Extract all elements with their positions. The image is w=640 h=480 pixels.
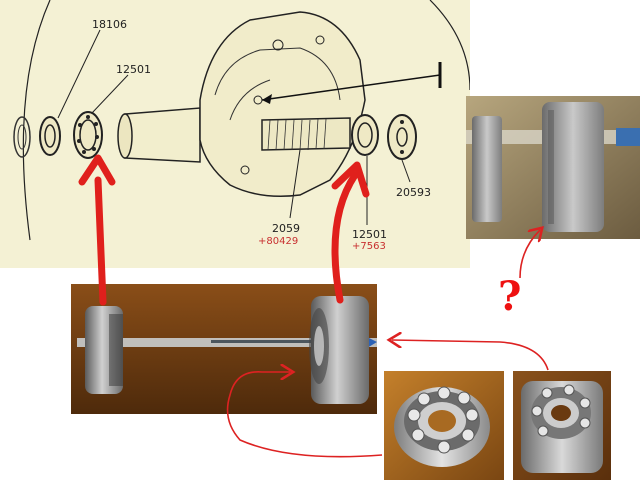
photo-bearing-face	[384, 371, 504, 480]
diagram-drawing	[13, 0, 470, 241]
exploded-diagram: 18106 12501 20593 2059 +80429 12501 +756…	[0, 0, 470, 268]
label-12501-ref: +7563	[352, 241, 386, 252]
photo-shaft-assembly	[71, 284, 377, 414]
question-mark: ?	[498, 273, 522, 320]
photo-bearing-closeup	[466, 96, 640, 239]
label-2059: 2059	[272, 222, 300, 235]
label-20593: 20593	[396, 186, 431, 199]
label-12501-top: 12501	[116, 63, 151, 76]
label-2059-ref: +80429	[258, 236, 299, 247]
label-18106: 18106	[92, 18, 127, 31]
photo-bearing-angle	[513, 371, 611, 480]
arrow-to-main-photo	[392, 340, 549, 371]
label-12501-bottom: 12501	[352, 228, 387, 241]
